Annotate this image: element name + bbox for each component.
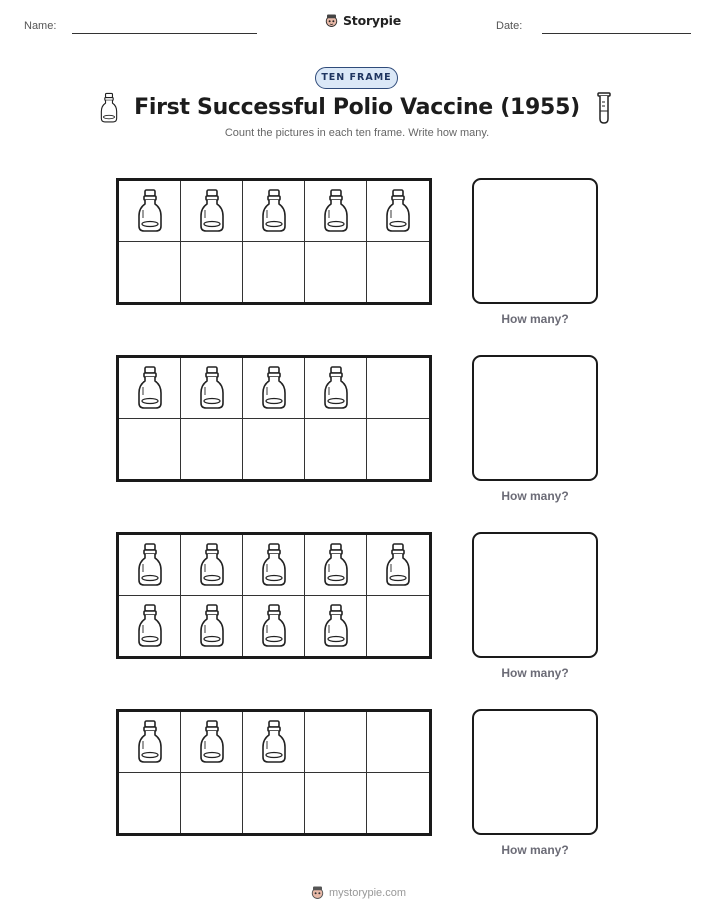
bottle-icon [136, 719, 164, 765]
bottle-icon [136, 542, 164, 588]
ten-frame-cell [305, 241, 367, 302]
ten-frame-cell [367, 358, 429, 419]
ten-frame-cell [243, 595, 305, 656]
ten-frame-cell [305, 595, 367, 656]
ten-frame-cell [119, 535, 181, 596]
bottle-icon [260, 542, 288, 588]
bottle-icon [198, 719, 226, 765]
bottle-icon [384, 542, 412, 588]
ten-frame-cell [305, 712, 367, 773]
ten-frame-cell [243, 535, 305, 596]
ten-frame-cell [119, 772, 181, 833]
ten-frame-cell [181, 535, 243, 596]
bottle-icon [136, 603, 164, 649]
brand-logo: Storypie [324, 13, 401, 28]
ten-frame-cell [367, 773, 429, 834]
name-line[interactable] [72, 33, 257, 34]
ten-frame-cell [119, 181, 181, 242]
bottle-icon [260, 719, 288, 765]
ten-frame-cell [367, 181, 429, 242]
bottle-icon [136, 365, 164, 411]
worksheet-title: First Successful Polio Vaccine (1955) [134, 95, 580, 120]
date-label: Date: [496, 20, 523, 32]
footer: mystorypie.com [310, 885, 406, 900]
ten-frame-cell [243, 772, 305, 833]
answer-box-1[interactable] [472, 178, 598, 304]
ten-frame-cell [119, 358, 181, 419]
how-many-label-2: How many? [501, 489, 569, 503]
answer-box-3[interactable] [472, 532, 598, 658]
how-many-label-1: How many? [501, 312, 569, 326]
ten-frame-cell [305, 535, 367, 596]
ten-frame-cell [243, 181, 305, 242]
bottle-icon [260, 603, 288, 649]
ten-frame-cell [181, 418, 243, 479]
ten-frame-cell [119, 241, 181, 302]
bottle-icon [322, 603, 350, 649]
ten-frame-cell [367, 242, 429, 303]
ten-frame-cell [367, 535, 429, 596]
instructions: Count the pictures in each ten frame. Wr… [224, 127, 490, 139]
ten-frame-cell [119, 712, 181, 773]
bottle-icon [198, 603, 226, 649]
brand-name: Storypie [343, 13, 401, 28]
name-label: Name: [24, 20, 57, 32]
ten-frame-cell [243, 418, 305, 479]
ten-frame-cell [305, 772, 367, 833]
bottle-icon [198, 542, 226, 588]
test-tube-icon [597, 92, 611, 124]
answer-box-2[interactable] [472, 355, 598, 481]
ten-frame-cell [119, 595, 181, 656]
ten-frame-cell [305, 181, 367, 242]
ten-frame-4 [116, 709, 432, 836]
footer-url: mystorypie.com [329, 886, 407, 899]
ten-frame-cell [367, 596, 429, 657]
ten-frame-1 [116, 178, 432, 305]
ten-frame-cell [305, 358, 367, 419]
how-many-label-4: How many? [501, 843, 569, 857]
ten-frame-cell [243, 358, 305, 419]
ten-frame-cell [181, 241, 243, 302]
ten-frame-3 [116, 532, 432, 659]
bottle-icon [322, 365, 350, 411]
bottle-icon [100, 92, 118, 123]
how-many-label-3: How many? [501, 666, 569, 680]
ten-frame-cell [305, 418, 367, 479]
ten-frame-cell [243, 241, 305, 302]
bottle-icon [322, 188, 350, 234]
answer-box-4[interactable] [472, 709, 598, 835]
ten-frame-cell [243, 712, 305, 773]
ten-frame-cell [181, 772, 243, 833]
mascot-icon [311, 886, 324, 899]
ten-frame-cell [367, 419, 429, 480]
ten-frame-cell [181, 712, 243, 773]
bottle-icon [136, 188, 164, 234]
bottle-icon [260, 365, 288, 411]
bottle-icon [198, 188, 226, 234]
ten-frame-cell [181, 595, 243, 656]
ten-frame-cell [181, 181, 243, 242]
bottle-icon [322, 542, 350, 588]
worksheet-type-badge: TEN FRAME [315, 67, 398, 89]
ten-frame-cell [181, 358, 243, 419]
mascot-icon [325, 14, 338, 27]
ten-frame-2 [116, 355, 432, 482]
ten-frame-cell [367, 712, 429, 773]
bottle-icon [198, 365, 226, 411]
bottle-icon [384, 188, 412, 234]
bottle-icon [260, 188, 288, 234]
ten-frame-cell [119, 418, 181, 479]
date-line[interactable] [542, 33, 691, 34]
